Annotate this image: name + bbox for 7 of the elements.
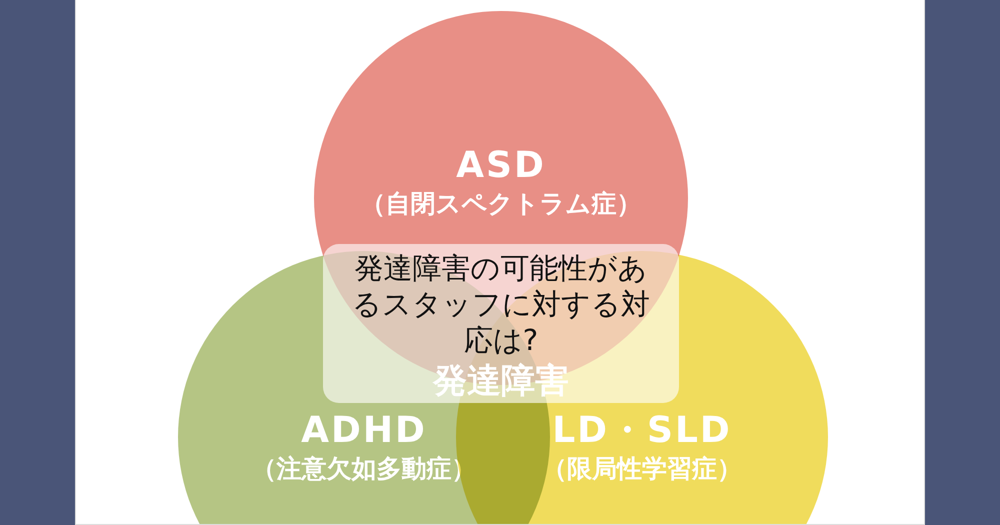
circle-subtitle: （自閉スペクトラム症） <box>360 188 642 220</box>
circle-heading: ASD <box>456 146 546 186</box>
circle-subtitle: （限局性学習症） <box>542 453 742 485</box>
circle-heading: LD・SLD <box>552 411 732 451</box>
title: 発達障害の可能性があるスタッフに対する対応は? <box>351 250 651 358</box>
circle-heading: ADHD <box>301 411 427 451</box>
center-label: 発達障害 <box>433 362 569 400</box>
